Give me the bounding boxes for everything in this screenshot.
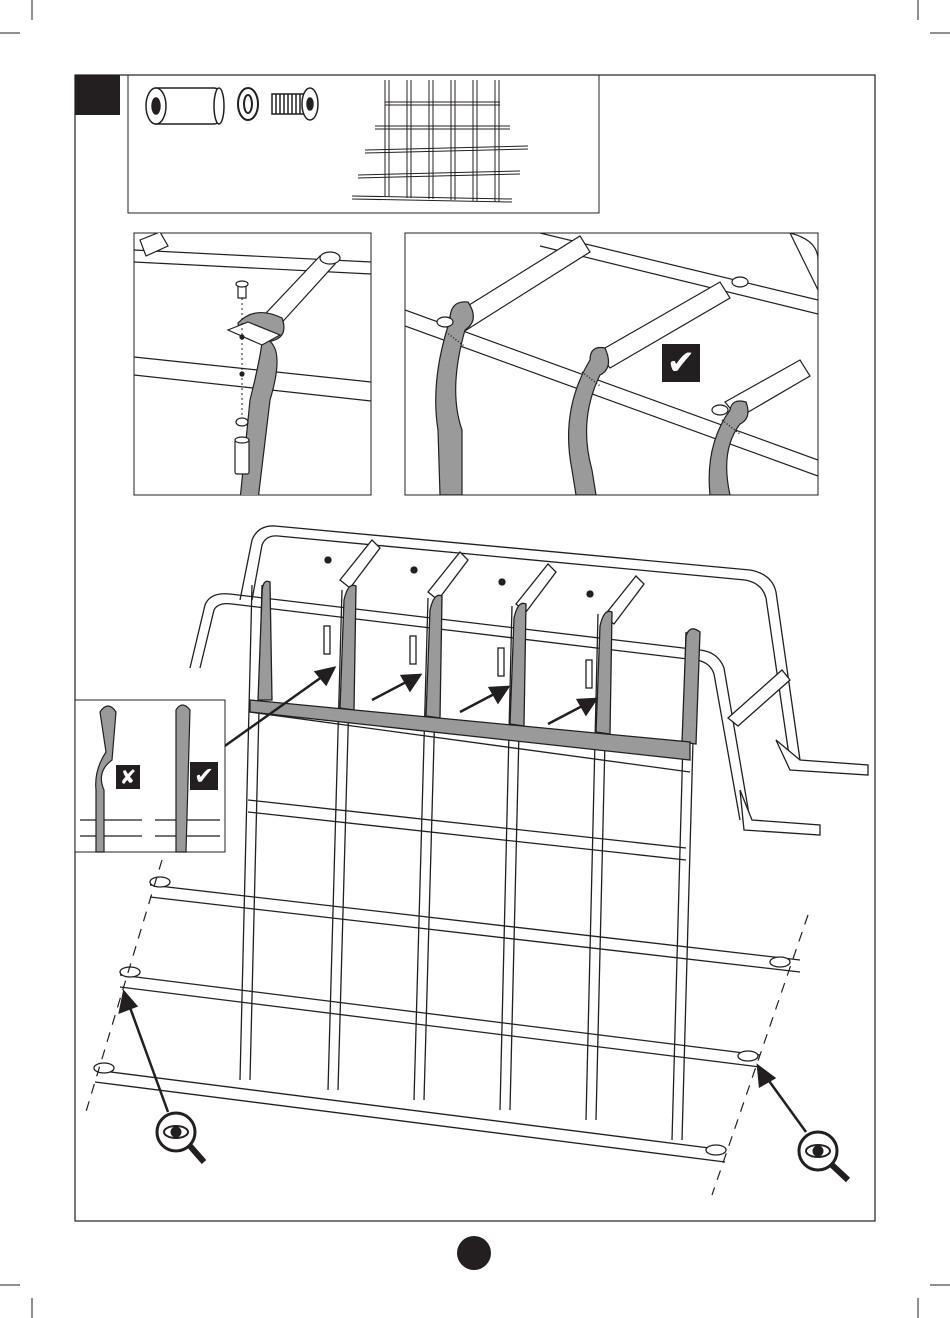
page-number-badge [457,1236,491,1270]
